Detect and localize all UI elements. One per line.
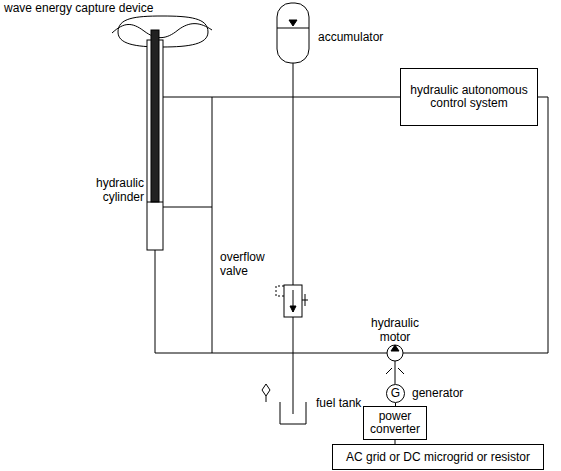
- node-text: hydraulic autonomous control system: [405, 84, 533, 110]
- node-text: G: [391, 387, 400, 400]
- tank-diamond: [262, 384, 270, 396]
- pipe: [293, 63, 294, 285]
- accumulator-symbol: [277, 3, 309, 63]
- valve-spring: [302, 294, 308, 306]
- overflow-valve-symbol: [284, 285, 302, 317]
- piston: [147, 202, 163, 203]
- pipe: [163, 207, 212, 208]
- pipe: [293, 317, 294, 414]
- pipe: [155, 250, 387, 353]
- pipe: [212, 97, 213, 353]
- control-box: hydraulic autonomous control system: [400, 68, 538, 126]
- accumulator-label: accumulator: [318, 30, 408, 44]
- tank-symbol: [280, 402, 306, 424]
- valve-arrowhead: [290, 306, 296, 312]
- motor-label: hydraulic motor: [362, 316, 428, 344]
- level-mark: [289, 20, 297, 26]
- tank-label: fuel tank: [316, 396, 396, 410]
- piston-rod: [151, 30, 159, 202]
- device-label: wave energy capture device: [4, 1, 174, 15]
- shaft-arrows: [386, 368, 404, 374]
- tank-diamond-line: [266, 396, 267, 402]
- generator-label: generator: [412, 386, 492, 400]
- motor-arrow: [391, 345, 399, 351]
- node-text: AC grid or DC microgrid or resistor: [346, 451, 530, 464]
- valve-label: overflow valve: [220, 250, 280, 278]
- pipe: [403, 97, 548, 353]
- accumulator-membrane: [277, 28, 309, 29]
- shaft: [395, 361, 396, 384]
- cylinder-label: hydraulic cylinder: [80, 176, 144, 204]
- pilot-line: [276, 286, 284, 296]
- node-text: power converter: [368, 410, 422, 436]
- load-box: AC grid or DC microgrid or resistor: [332, 444, 544, 470]
- wave-line: [112, 24, 212, 38]
- converter-box: power converter: [363, 406, 427, 440]
- pipe: [163, 97, 400, 98]
- hydraulic-motor-symbol: [387, 345, 403, 361]
- generator-circle: G: [386, 384, 405, 403]
